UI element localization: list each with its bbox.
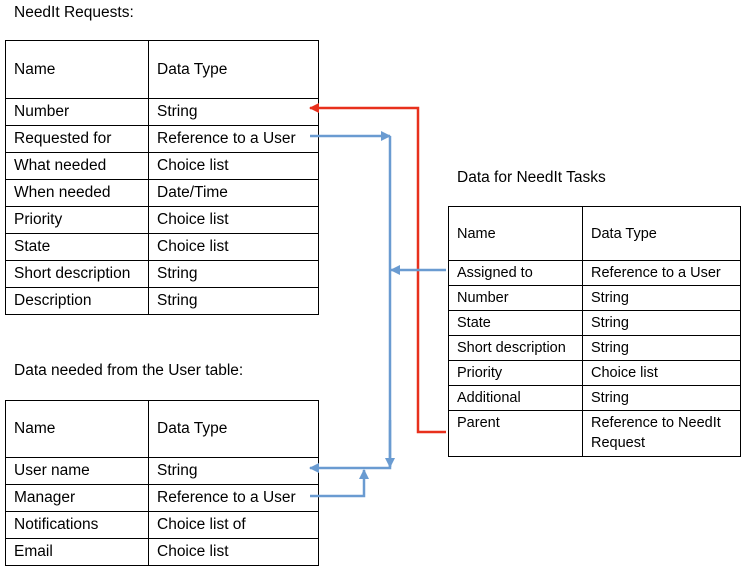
field-type: Choice list	[148, 152, 319, 180]
field-type: Date/Time	[148, 179, 319, 207]
needit-tasks-title: Data for NeedIt Tasks	[457, 169, 606, 186]
field-type: String	[148, 98, 319, 126]
field-type: Choice list	[148, 233, 319, 261]
field-type: String	[148, 287, 319, 315]
field-name: When needed	[5, 179, 149, 207]
field-name: Notifications	[5, 511, 149, 539]
field-name: Short description	[448, 335, 583, 361]
table-header-row: Name Data Type	[448, 206, 741, 261]
header-name: Name	[448, 206, 583, 261]
field-name: State	[448, 310, 583, 336]
header-data-type: Data Type	[582, 206, 741, 261]
field-name: Parent	[448, 410, 583, 457]
header-data-type: Data Type	[148, 40, 319, 99]
header-name: Name	[5, 400, 149, 458]
field-type: Choice list	[148, 206, 319, 234]
field-name: Description	[5, 287, 149, 315]
field-name: Assigned to	[448, 260, 583, 286]
parent-to-number-arrow	[309, 103, 446, 434]
field-name: Additional	[448, 385, 583, 411]
field-type: String	[582, 385, 741, 411]
field-name: User name	[5, 457, 149, 485]
table-header-row: Name Data Type	[5, 40, 319, 99]
field-name: Email	[5, 538, 149, 566]
field-name: Requested for	[5, 125, 149, 153]
field-type: String	[582, 285, 741, 311]
field-type: Choice list of	[148, 511, 319, 539]
field-name: Number	[5, 98, 149, 126]
field-name: Priority	[448, 360, 583, 386]
needit-requests-title: NeedIt Requests:	[14, 4, 134, 21]
field-type: Choice list	[582, 360, 741, 386]
field-type: Reference to a User	[582, 260, 741, 286]
field-type: Reference to a User	[148, 125, 319, 153]
field-name: Short description	[5, 260, 149, 288]
field-type: String	[148, 457, 319, 485]
field-name: Priority	[5, 206, 149, 234]
header-name: Name	[5, 40, 149, 99]
user-table-title: Data needed from the User table:	[14, 362, 244, 379]
field-name: Manager	[5, 484, 149, 512]
field-type: String	[148, 260, 319, 288]
field-name: What needed	[5, 152, 149, 180]
field-type: String	[582, 310, 741, 336]
header-data-type: Data Type	[148, 400, 319, 458]
field-name: State	[5, 233, 149, 261]
field-type: Choice list	[148, 538, 319, 566]
field-type: Reference to a User	[148, 484, 319, 512]
field-name: Number	[448, 285, 583, 311]
trunk-to-user-name-arrow	[309, 136, 392, 473]
field-type: String	[582, 335, 741, 361]
field-type: Reference to NeedIt Request	[582, 410, 741, 457]
table-header-row: Name Data Type	[5, 400, 319, 458]
